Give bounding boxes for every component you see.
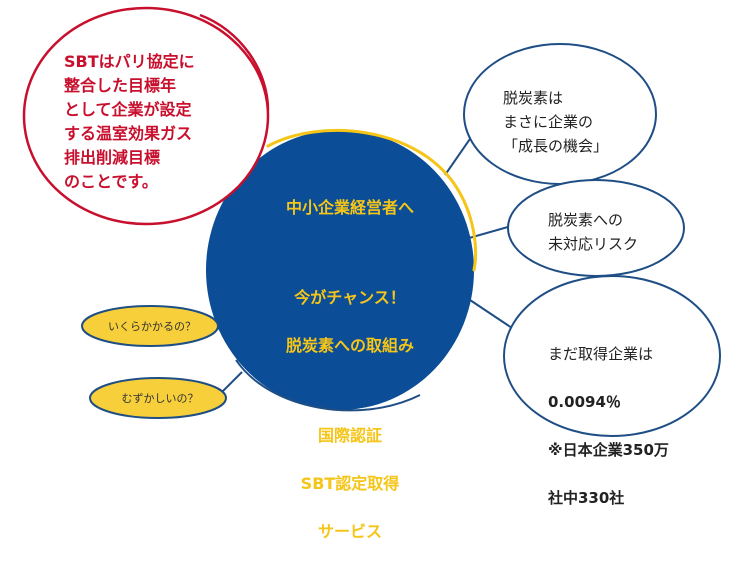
stat-bubble	[503, 275, 721, 437]
connector-risk	[461, 224, 516, 241]
center-line-6: サービス	[317, 522, 382, 541]
stat-line-1: まだ取得企業は	[548, 345, 654, 363]
center-line-3: 脱炭素への取組み	[285, 336, 414, 355]
difficulty-pill-text: むずかしいの？	[121, 392, 199, 405]
sbt-note-tail	[199, 13, 270, 111]
center-circle	[206, 130, 474, 410]
center-circle-navy-stroke	[235, 359, 421, 412]
center-message: 中小企業経営者へ 今がチャンス！ 脱炭素への取組み 国際認証 SBT認定取得 サ…	[222, 172, 478, 568]
stat-line-4: 社中330社	[548, 489, 625, 507]
difficulty-pill	[89, 377, 227, 419]
risk-bubble-text: 脱炭素への 未対応リスク	[548, 211, 639, 253]
center-circle-yellow-stroke	[266, 128, 477, 272]
sbt-note-circle	[22, 6, 270, 226]
center-line-4: 国際認証	[317, 426, 382, 445]
center-line-5: SBT認定取得	[300, 474, 400, 493]
sbt-note-text: SBTはパリ協定に 整合した目標年 として企業が設定 する温室効果ガス 排出削減…	[64, 52, 195, 191]
center-line-2: 今がチャンス！	[294, 288, 406, 307]
cost-pill	[81, 305, 219, 347]
stat-bubble-text: まだ取得企業は 0.0094％ ※日本企業350万 社中330社	[548, 318, 698, 534]
growth-bubble-text: 脱炭素は まさに企業の 「成長の機会」	[503, 89, 609, 155]
diagram-canvas	[22, 6, 721, 437]
stat-line-2: 0.0094％	[548, 393, 621, 411]
connector-difficulty	[221, 371, 243, 393]
stat-line-3: ※日本企業350万	[548, 441, 669, 459]
cost-pill-text: いくらかかるの？	[108, 320, 196, 333]
center-line-1: 中小企業経営者へ	[285, 198, 414, 217]
connector-stat	[469, 299, 516, 331]
